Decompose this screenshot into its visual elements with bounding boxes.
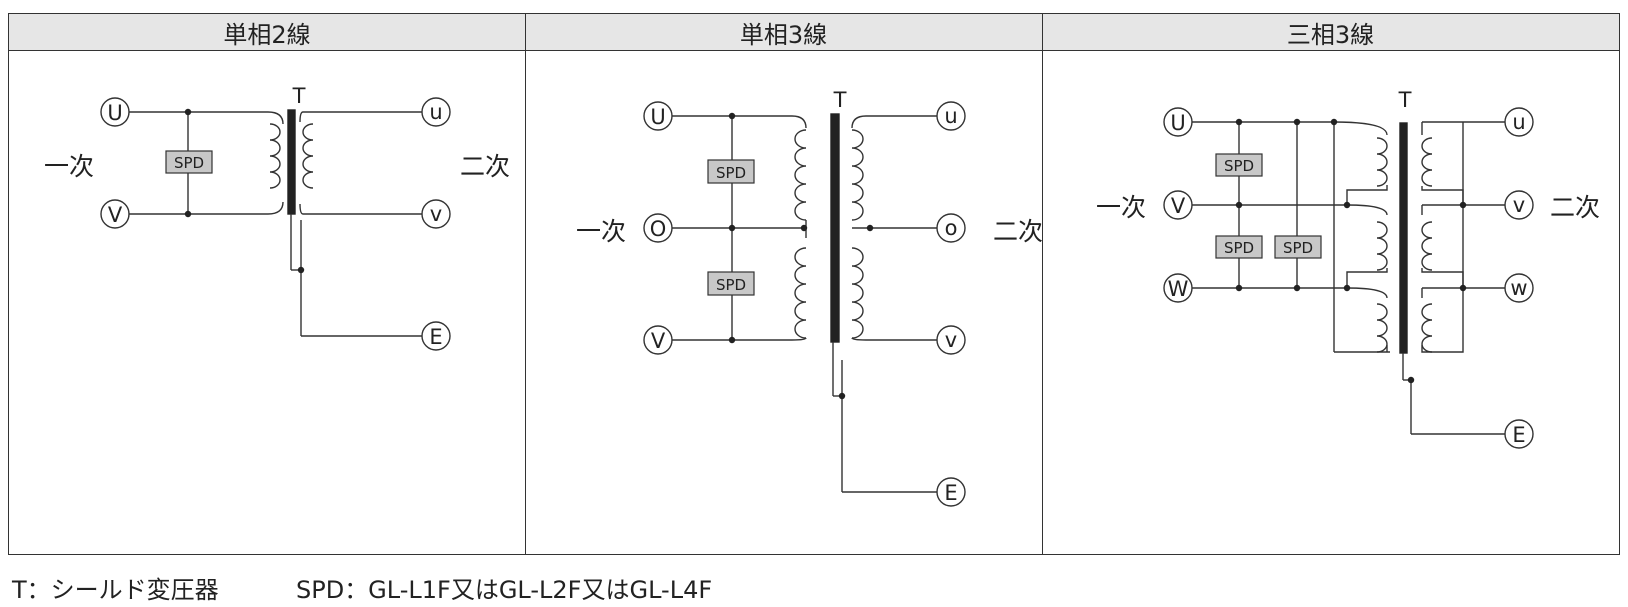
label-W: W (1168, 277, 1189, 301)
footnote-transformer: T：シールド変圧器 (12, 576, 219, 604)
transformer-label: T (833, 88, 847, 112)
secondary-label: 二次 (1550, 193, 1600, 222)
label-o: o (945, 216, 958, 240)
transformer-label: T (1398, 88, 1412, 112)
diagram-single-phase-2-wire (128, 109, 422, 337)
label-V: V (651, 329, 666, 353)
spd-label: SPD (1224, 157, 1254, 175)
label-u: u (1512, 110, 1525, 134)
label-E: E (1512, 423, 1525, 447)
label-V: V (108, 203, 123, 227)
label-w: w (1510, 276, 1527, 300)
diagram-three-phase-3-wire (1192, 121, 1505, 435)
label-u: u (429, 100, 442, 124)
spd-label: SPD (1283, 239, 1313, 257)
label-v: v (945, 328, 957, 352)
primary-label: 一次 (576, 217, 626, 246)
spd-label: SPD (174, 154, 204, 172)
label-v: v (1513, 193, 1525, 217)
primary-label: 一次 (44, 152, 94, 181)
wiring-diagram-table: 単相2線 単相3線 三相3線 (8, 13, 1620, 555)
label-v: v (430, 202, 442, 226)
header-single-phase-2-wire: 単相2線 (9, 14, 525, 51)
header-three-phase-3-wire: 三相3線 (1042, 14, 1619, 51)
label-E: E (944, 481, 957, 505)
label-U: U (1170, 111, 1185, 135)
primary-label: 一次 (1096, 193, 1146, 222)
spd-box (165, 150, 213, 174)
label-V: V (1171, 194, 1186, 218)
footnote-spd: SPD：GL-L1F又はGL-L2F又はGL-L4F (296, 576, 713, 604)
terminal-v (421, 199, 451, 229)
secondary-label: 二次 (460, 152, 510, 181)
terminal-E (421, 321, 451, 351)
label-U: U (650, 105, 665, 129)
spd-label: SPD (716, 164, 746, 182)
spd-label: SPD (1224, 239, 1254, 257)
transformer-label: T (292, 84, 306, 108)
column-divider (525, 14, 526, 554)
column-divider (1042, 14, 1043, 554)
secondary-label: 二次 (993, 217, 1043, 246)
label-u: u (944, 104, 957, 128)
spd-label: SPD (716, 276, 746, 294)
label-O: O (650, 217, 667, 241)
header-single-phase-3-wire: 単相3線 (525, 14, 1042, 51)
terminal-U (100, 97, 130, 127)
label-E: E (429, 325, 442, 349)
label-U: U (107, 101, 122, 125)
terminal-u (421, 97, 451, 127)
terminal-V (100, 199, 130, 229)
